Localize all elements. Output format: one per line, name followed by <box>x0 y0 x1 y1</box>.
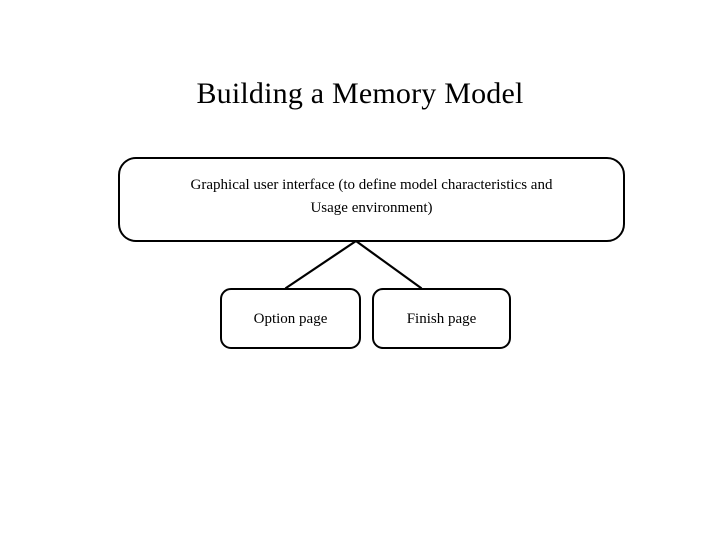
page-title: Building a Memory Model <box>196 77 524 110</box>
node-finish-page-label: Finish page <box>406 310 477 327</box>
node-finish-page[interactable]: Finish page <box>372 288 511 349</box>
gui-label-line-2: Usage environment) <box>310 199 433 216</box>
node-graphical-user-interface-label: Graphical user interface (to define mode… <box>120 174 623 220</box>
gui-label-line-1: Graphical user interface (to define mode… <box>190 176 553 193</box>
node-option-page-label: Option page <box>253 310 328 327</box>
edge-gui-to-option <box>284 239 358 290</box>
node-graphical-user-interface[interactable]: Graphical user interface (to define mode… <box>118 157 625 242</box>
node-option-page[interactable]: Option page <box>220 288 361 349</box>
edge-gui-to-finish <box>354 239 423 290</box>
